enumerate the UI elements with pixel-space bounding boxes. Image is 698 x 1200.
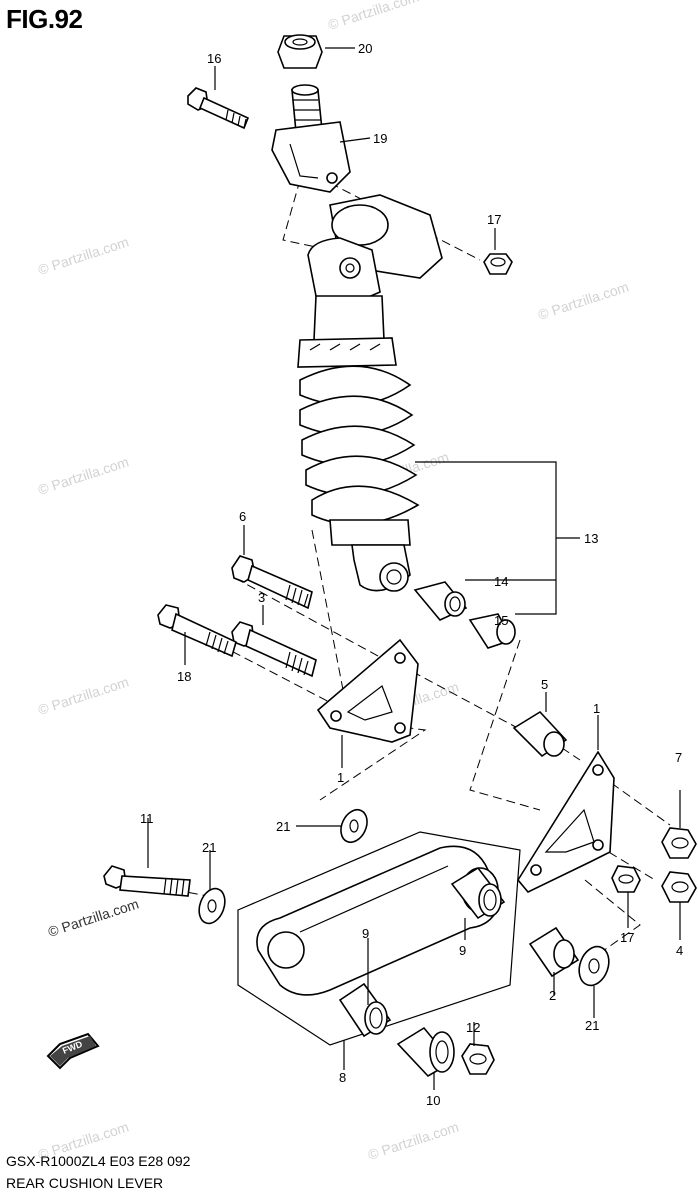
- callout-3: 3: [258, 590, 265, 605]
- figure-caption: REAR CUSHION LEVER: [6, 1175, 164, 1191]
- callout-18: 18: [177, 669, 191, 684]
- watermark: © Partzilla.com: [536, 278, 631, 322]
- part-13-shock-absorber: [297, 194, 443, 592]
- watermark: © Partzilla.com: [366, 1118, 461, 1162]
- dash-line: [311, 529, 346, 701]
- part-15-collar: [468, 613, 516, 649]
- callout-16: 16: [207, 51, 221, 66]
- callout-20: 20: [358, 41, 372, 56]
- watermark: © Partzilla.com: [36, 673, 131, 717]
- callout-5: 5: [541, 677, 548, 692]
- dash-line: [596, 844, 656, 881]
- callout-14: 14: [494, 574, 508, 589]
- part-12-nut: [461, 1043, 495, 1075]
- callout-17: 17: [620, 930, 634, 945]
- part-10-collar: [396, 1026, 455, 1078]
- part-21-washer-left: [198, 887, 226, 925]
- part-7-nut: [661, 827, 697, 859]
- part-3-bolt: [231, 621, 317, 678]
- watermark: © Partzilla.com: [46, 895, 141, 939]
- part-21-washer-right: [578, 945, 610, 987]
- callout-2: 2: [549, 988, 556, 1003]
- callout-21: 21: [276, 819, 290, 834]
- watermark: © Partzilla.com: [36, 453, 131, 497]
- part-2-collar: [528, 926, 580, 978]
- callout-13: 13: [584, 531, 598, 546]
- callout-1: 1: [337, 770, 344, 785]
- dash-line: [469, 639, 541, 811]
- part-9-bushing-left: [338, 982, 392, 1038]
- callout-1: 1: [593, 701, 600, 716]
- watermark: © Partzilla.com: [36, 233, 131, 277]
- forward-direction-icon: FWD: [46, 1032, 100, 1070]
- dash-line: [194, 631, 336, 706]
- callout-12: 12: [466, 1020, 480, 1035]
- callout-15: 15: [494, 613, 508, 628]
- callout-4: 4: [676, 943, 683, 958]
- part-18-bolt: [157, 604, 237, 658]
- part-17-nut-lower: [611, 865, 641, 893]
- dash-line: [234, 577, 401, 669]
- callout-6: 6: [239, 509, 246, 524]
- callout-7: 7: [675, 750, 682, 765]
- callout-8: 8: [339, 1070, 346, 1085]
- dash-line: [282, 179, 331, 251]
- part-4-nut: [661, 871, 697, 903]
- watermark: © Partzilla.com: [326, 0, 421, 33]
- part-17-nut-upper: [483, 253, 513, 275]
- callout-21: 21: [202, 840, 216, 855]
- part-1-plate-left: [316, 638, 419, 743]
- part-1-plate-right: [517, 750, 615, 893]
- part-6-bolt: [231, 555, 313, 610]
- callout-21: 21: [585, 1018, 599, 1033]
- callout-17: 17: [487, 212, 501, 227]
- model-line: GSX-R1000ZL4 E03 E28 092: [6, 1153, 191, 1169]
- callout-19: 19: [373, 131, 387, 146]
- part-21-washer-upper: [340, 808, 368, 844]
- part-20-nut: [277, 34, 323, 69]
- leader-lines: [147, 47, 681, 1090]
- callout-9: 9: [459, 943, 466, 958]
- part-5-collar: [512, 710, 568, 758]
- callout-11: 11: [140, 811, 154, 826]
- callout-10: 10: [426, 1093, 440, 1108]
- dash-line: [584, 879, 641, 961]
- callout-9: 9: [362, 926, 369, 941]
- callout-labels: 20 16 19 17 13 14 15 6 3 18 5 1 1 7 21 1…: [140, 41, 683, 1108]
- part-19-upper-mount: [271, 84, 351, 193]
- part-9-bushing-right: [450, 866, 506, 920]
- part-16-bolt: [187, 87, 250, 130]
- figure-title: FIG.92: [6, 4, 83, 34]
- part-14-bushing: [413, 581, 468, 621]
- part-11-bolt: [103, 865, 191, 897]
